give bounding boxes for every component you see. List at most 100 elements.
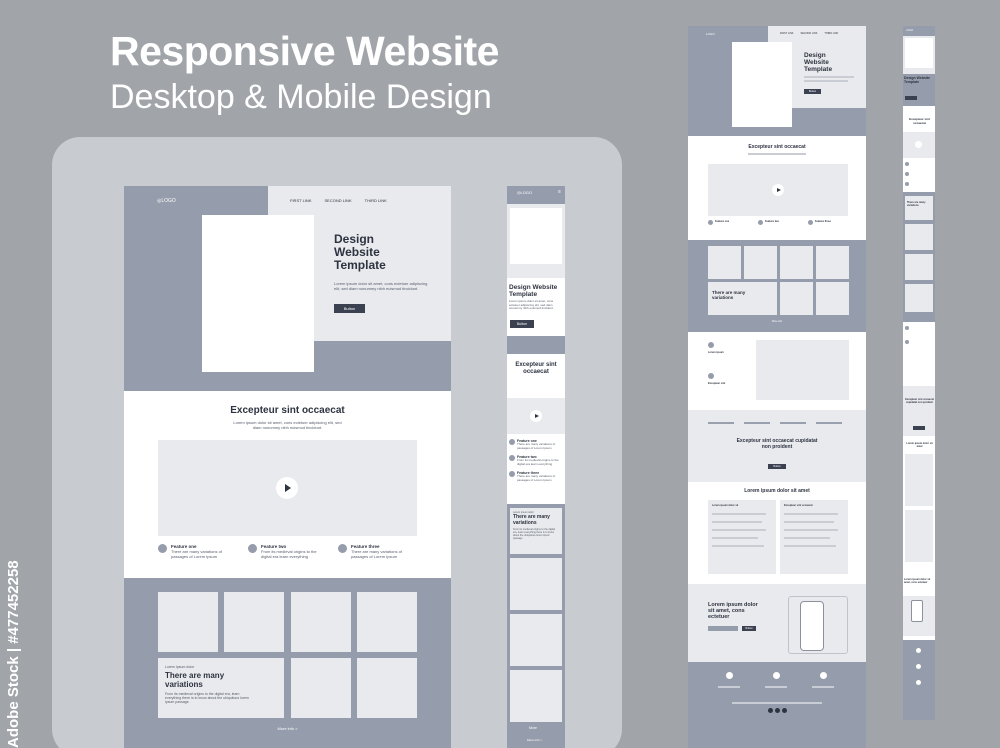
mobile-logo[interactable]: ◎LOGO [517,190,532,195]
text-line [804,80,848,82]
feature-text: There are many variations of passages of… [351,549,402,559]
feature-text: There are many variations of passages of… [517,442,556,450]
mobile-hero-button[interactable]: Button [510,320,534,328]
nav-first-link[interactable]: FIRST LINK [290,198,312,203]
mobile-section-title: Excepteur sint occaecat [515,362,557,375]
device-title-line: Lorem ipsum dolor [708,602,758,608]
mobile-text-card: Lorem Ipsum dolor There are many variati… [510,508,562,554]
fd-logo[interactable]: LOGO [706,32,715,36]
text-line [712,529,766,531]
gallery-tile[interactable] [291,592,351,652]
feature-item: Feature three [808,220,858,225]
fd-pricing-col: Lorem ipsum dolor sit [708,500,776,574]
gallery-tile[interactable] [780,246,813,279]
feature-one-icon [905,162,909,166]
text-line [784,521,834,523]
gallery-tile[interactable] [905,254,933,280]
fd-hero-button[interactable]: Button [804,89,821,94]
gallery-tile[interactable] [510,558,562,610]
gallery-tile[interactable] [357,658,417,718]
social-icon[interactable] [782,708,787,713]
nav-second-link[interactable]: SECOND LINK [800,32,818,35]
feature-one-icon [509,439,515,445]
gallery-tile[interactable] [905,224,933,250]
play-icon[interactable] [530,410,542,422]
fm-logo[interactable]: LOGO [906,29,914,32]
more-info-link[interactable]: More info > [277,726,298,731]
fd-device-input[interactable] [708,626,738,631]
card-title: There are many variations [712,290,746,300]
fd-device-button[interactable]: Button [742,626,756,631]
gallery-tile[interactable] [816,282,849,315]
logo-mark: ◎ [517,190,521,195]
nav-third-link[interactable]: THIRD LINK [824,32,839,35]
footer-icon [726,672,733,679]
hero-image-placeholder [202,215,314,372]
desktop-logo[interactable]: ◎LOGO [157,198,176,204]
full-mobile-preview: LOGO Design Website Template Excepteur s… [903,26,935,720]
card-eyebrow: Lorem Ipsum dolor [513,511,534,514]
feature-item: Feature three There are many variations … [509,471,563,482]
play-icon[interactable] [915,141,922,148]
fd-nav: FIRST LINK SECOND LINK THIRD LINK [780,32,838,35]
feature-title: Feature one [517,439,537,443]
card-eyebrow: Lorem Ipsum dolor [165,665,195,669]
menu-icon[interactable]: ≡ [558,189,561,195]
gallery-tile[interactable] [510,614,562,666]
text-line [748,153,806,155]
fd-text-card: There are many variations [708,282,777,315]
gallery-tile[interactable] [291,658,351,718]
footer-icon [773,672,780,679]
mobile-mockup: ◎LOGO ≡ Design Website Template Lorem ip… [507,186,565,748]
logo-text: LOGO [161,198,176,204]
text-line [816,422,842,424]
fd-list-b: Excepteur sint [708,382,726,385]
hero-title-line: Template [334,258,386,272]
mobile-more-info[interactable]: More info > [527,738,543,742]
fm-hero-title: Design Website Template [904,76,930,84]
social-icon[interactable] [775,708,780,713]
gallery-tile[interactable] [158,592,218,652]
phone-device-icon [911,600,923,622]
fm-cta-button[interactable] [913,426,925,430]
laptop-outline [788,596,848,654]
text-line [718,686,740,688]
fm-cta-title: Excepteur sint occaecat cupidatat non pr… [905,398,934,404]
text-line [784,529,838,531]
fd-cta-button[interactable]: Button [768,464,786,469]
nav-first-link[interactable]: FIRST LINK [780,32,794,35]
text-line [712,537,758,539]
nav-third-link[interactable]: THIRD LINK [364,198,387,203]
gallery-tile[interactable] [905,284,933,312]
mobile-band [507,336,565,354]
fd-hero-image [732,42,792,127]
features-row: Feature one There are many variations of… [158,544,428,559]
fd-more-link[interactable]: More info [771,320,783,323]
fm-hero-button[interactable] [905,96,917,100]
fm-pricing-col [905,510,933,562]
social-icon[interactable] [768,708,773,713]
fd-section-title: Excepteur sint occaecat [748,144,806,150]
gallery-tile[interactable] [357,592,417,652]
feature-text: From its medieval origins to the digital… [517,458,559,466]
play-icon[interactable] [772,184,784,196]
feature-item: Feature one There are many variations of… [509,439,563,450]
hero-button[interactable]: Button [334,304,365,313]
gallery-tile[interactable] [780,282,813,315]
pricing-col-title: Lorem ipsum dolor sit [712,504,739,507]
mobile-more-link[interactable]: More [529,726,537,730]
card-title: There are many variations [513,514,550,526]
device-title-line: sit amet, cons [708,608,745,614]
gallery-tile[interactable] [510,670,562,722]
gallery-tile[interactable] [708,246,741,279]
mobile-hero-image [510,208,562,264]
gallery-tile[interactable] [816,246,849,279]
fm-section-title: Excepteur sint occaecat [909,117,930,125]
feature-item: Feature two From its medieval origins to… [509,455,563,466]
gallery-tile[interactable] [224,592,284,652]
text-line [780,422,806,424]
nav-second-link[interactable]: SECOND LINK [324,198,352,203]
play-icon[interactable] [276,477,298,499]
gallery-tile[interactable] [744,246,777,279]
cta-title-line: Excepteur sint occaecat cupidatat [736,438,818,444]
